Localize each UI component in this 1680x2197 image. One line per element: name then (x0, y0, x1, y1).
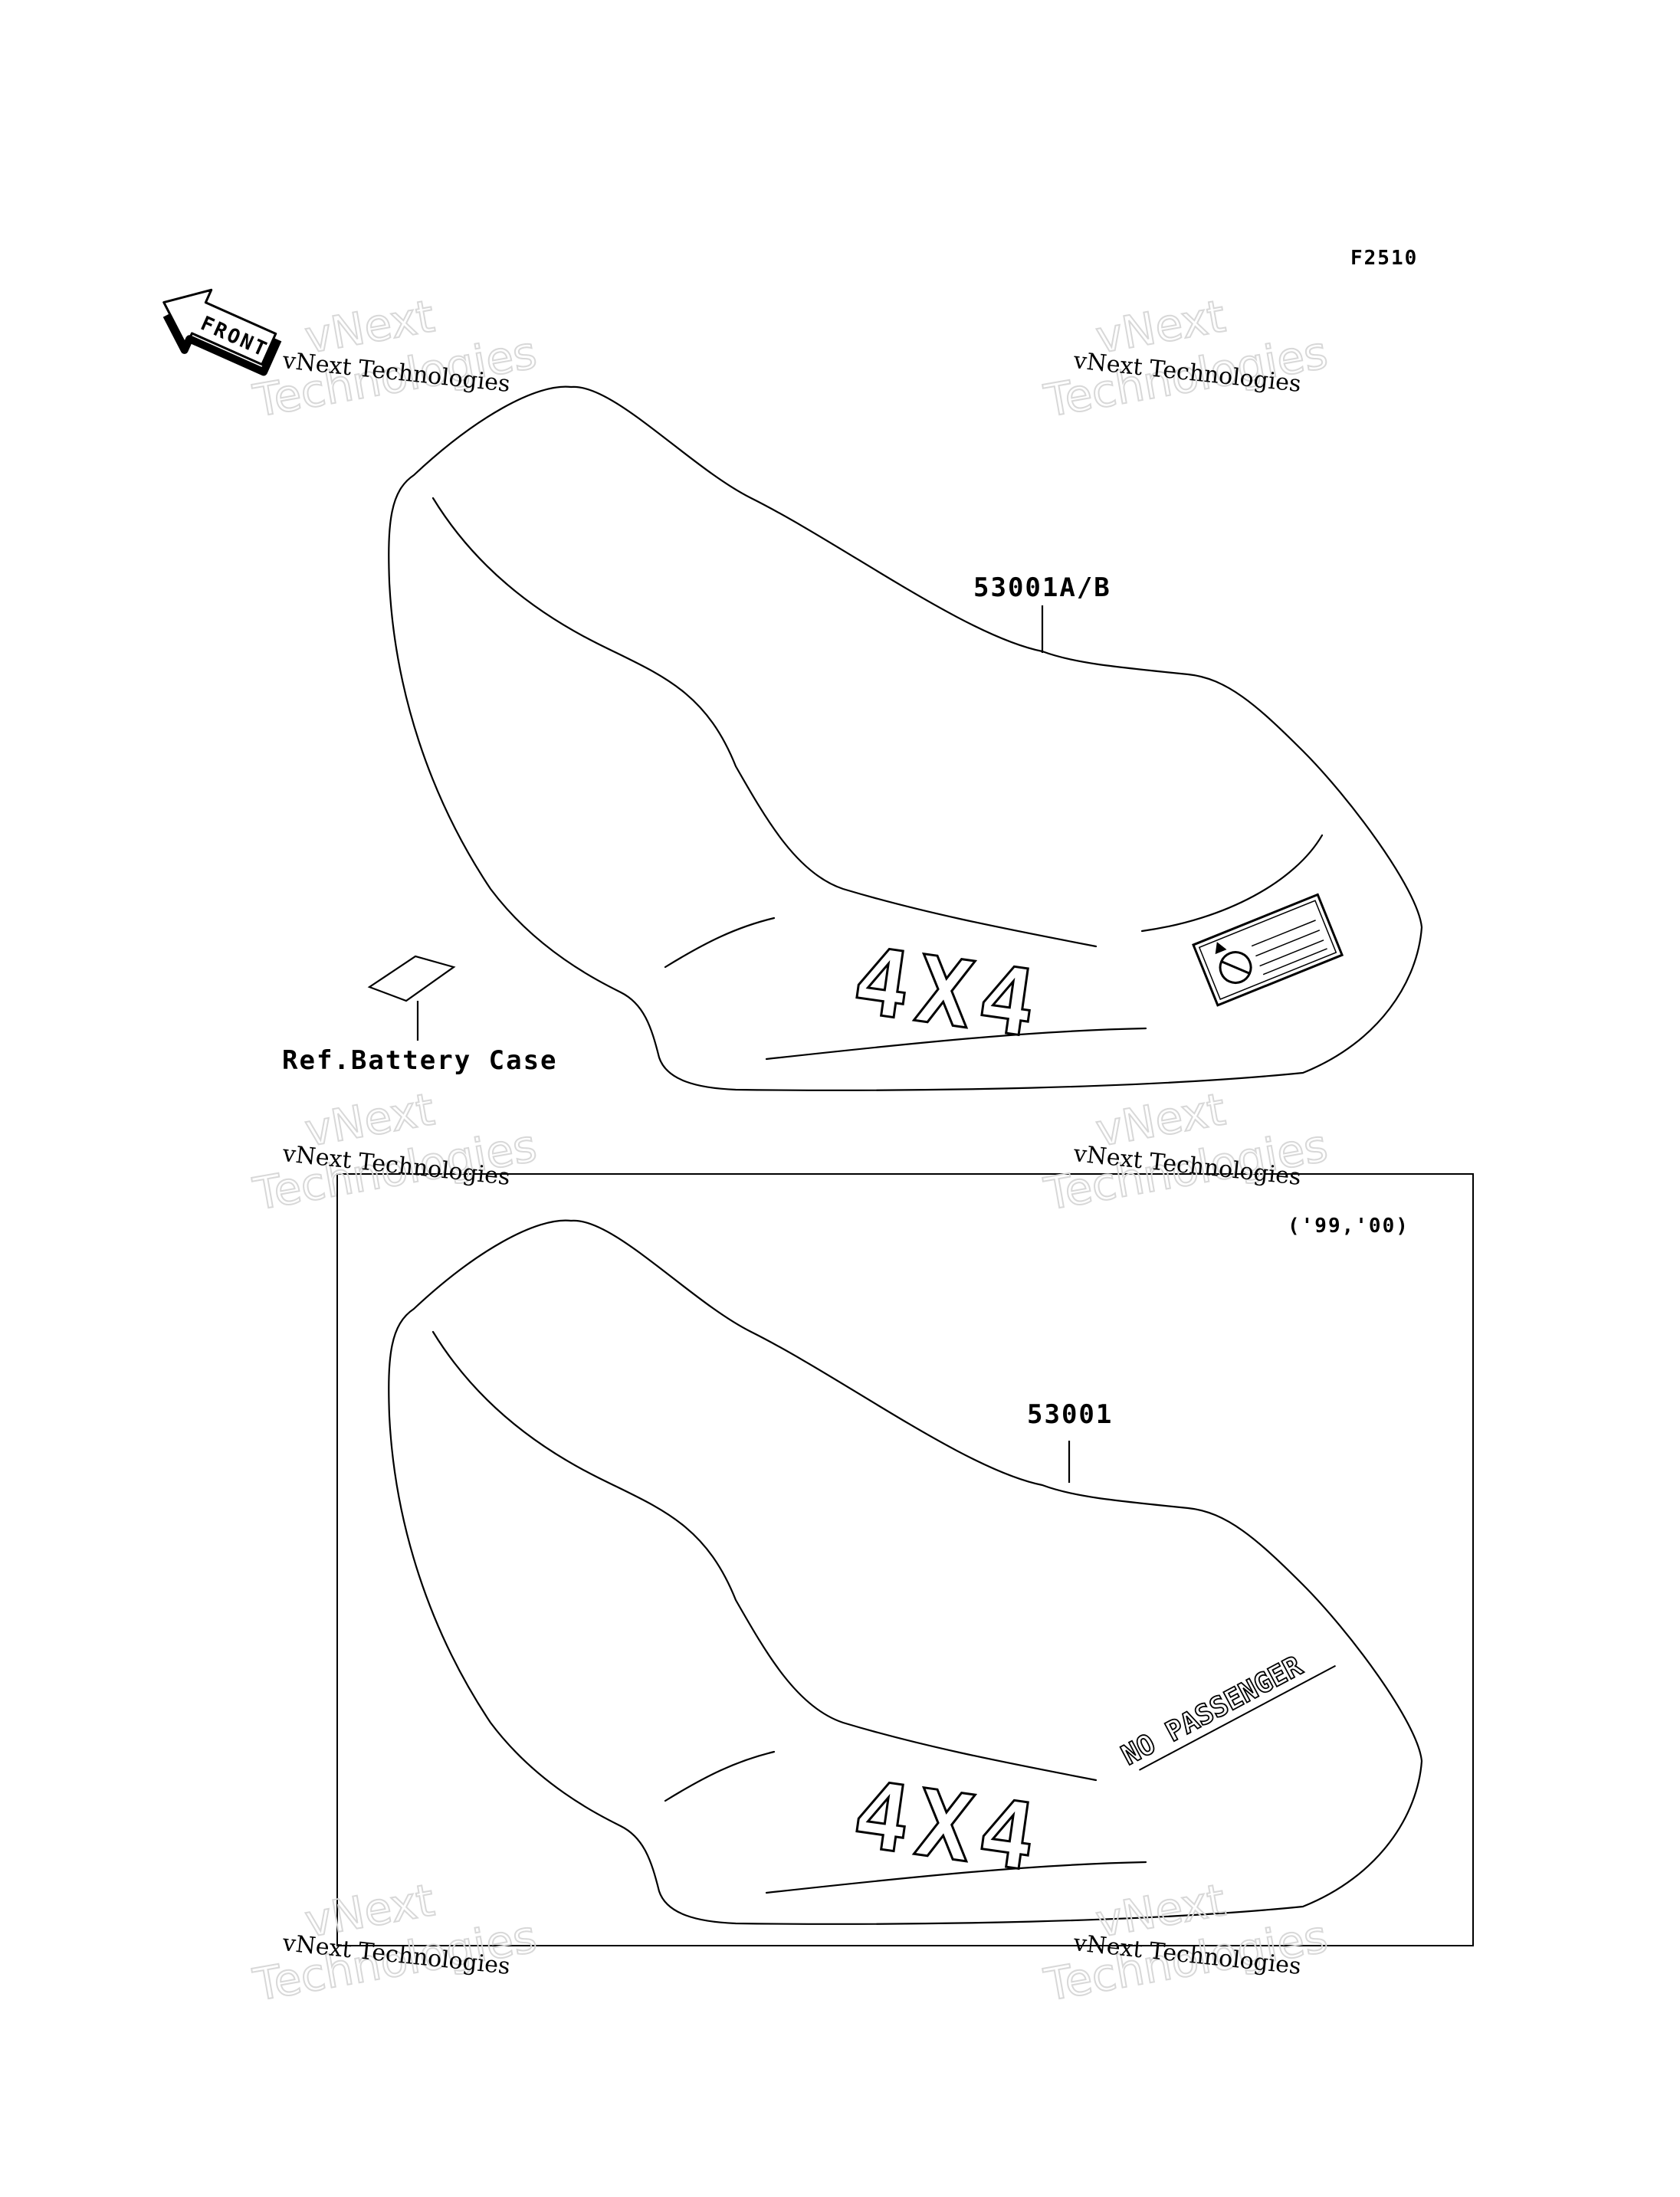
seat-upper-decal-text: 4X4 (847, 928, 1049, 1060)
figure-code: F2510 (1350, 247, 1418, 270)
seat-upper-warning-sticker (1192, 893, 1344, 1007)
seat-lower-bottom-crease (765, 1861, 1147, 1894)
seat-upper-outline (388, 385, 1423, 1091)
variant-inset-box (336, 1173, 1474, 1946)
lower-part-label: 53001 (1027, 1399, 1113, 1430)
warning-triangle-icon (1215, 942, 1227, 955)
seat-upper-decal: 4X4 (846, 926, 1051, 1061)
seat-upper-bottom-crease (765, 1027, 1147, 1061)
battery-case-label: Ref.Battery Case (282, 1045, 558, 1076)
front-arrow-icon: FRONT (162, 288, 282, 376)
seat-upper-front-crease (431, 497, 1098, 948)
seat-lower-decal-text: 4X4 (847, 1762, 1049, 1894)
seat-upper-left-crease (664, 917, 776, 969)
seat-upper: 4X4 (388, 385, 1423, 1091)
seat-lower-decal: 4X4 (846, 1760, 1051, 1894)
seat-lower-front-crease (431, 1330, 1098, 1782)
seat-lower-left-crease (664, 1750, 776, 1802)
upper-part-label: 53001A/B (973, 572, 1111, 603)
year-note: ('99,'00) (1288, 1215, 1409, 1238)
no-passenger-text: NO PASSENGER (1117, 1650, 1308, 1771)
no-passenger-symbol-icon (1219, 951, 1252, 985)
seat-lower-outline (388, 1219, 1423, 1925)
seat-lower: 4X4 NO PASSENGER (388, 1219, 1423, 1925)
battery-case-shape (367, 955, 456, 1002)
seat-upper-side-crease (1140, 834, 1324, 933)
seat-lower-no-passenger-sticker: NO PASSENGER (1116, 1650, 1336, 1772)
